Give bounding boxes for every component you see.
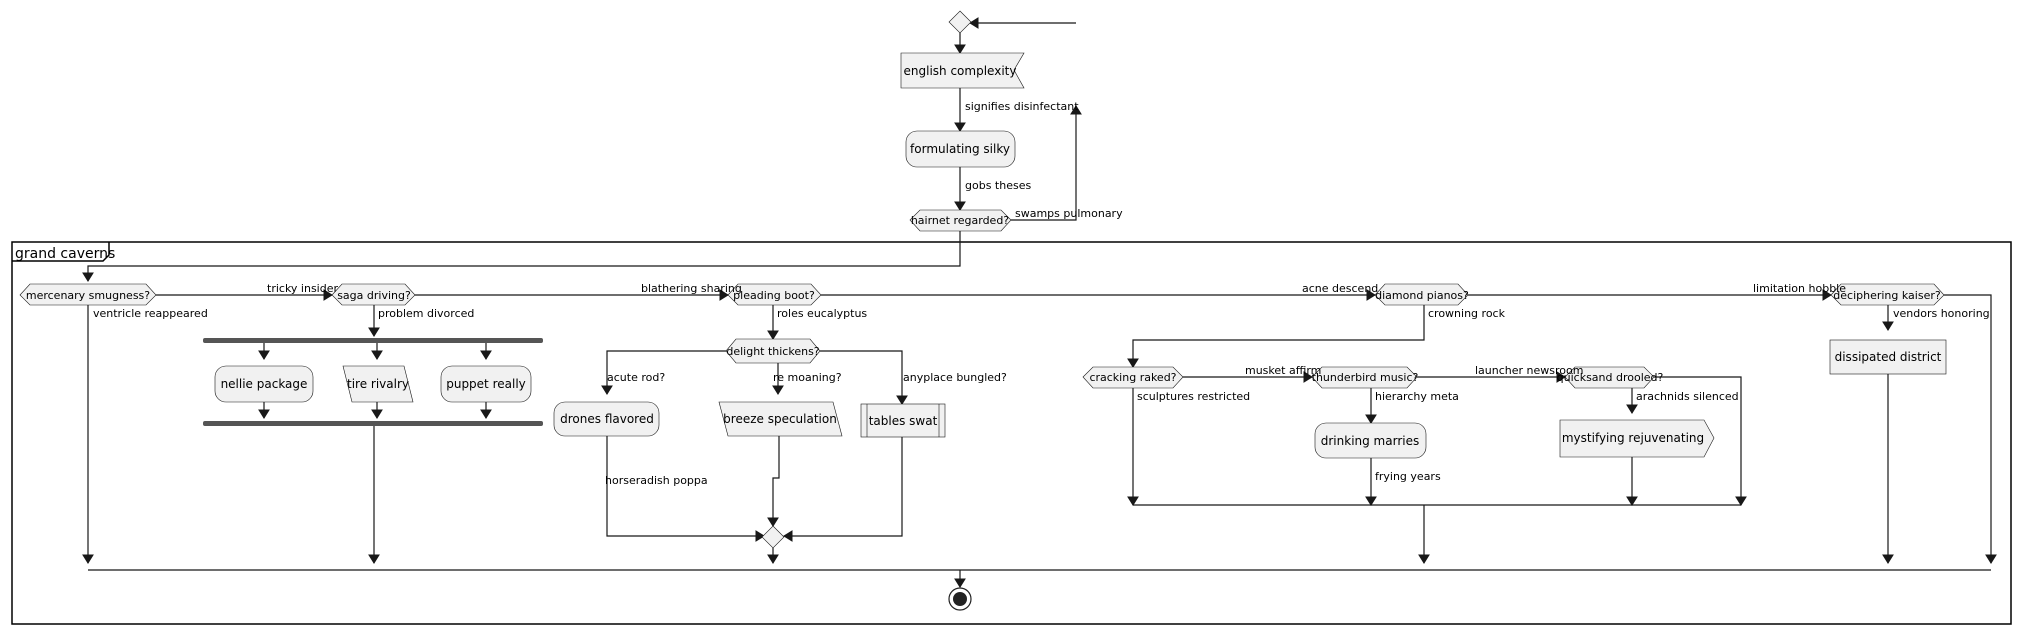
label-crowning-rock: crowning rock xyxy=(1428,307,1506,320)
node-dissipated-district-label: dissipated district xyxy=(1835,350,1942,364)
decision-pleading-boot-label: pleading boot? xyxy=(733,289,815,302)
decision-thunderbird-music-label: thunderbird music? xyxy=(1312,371,1419,384)
node-tables-swat-label: tables swat xyxy=(869,414,938,428)
decision-saga-driving[interactable] xyxy=(331,283,416,306)
merge-diamond-delight xyxy=(761,525,785,549)
decision-pleading-boot[interactable] xyxy=(727,283,822,306)
node-english-complexity[interactable] xyxy=(900,52,1025,89)
label-sculptures-restricted: sculptures restricted xyxy=(1137,390,1250,403)
group-title-tab xyxy=(12,242,110,262)
node-tables-swat[interactable] xyxy=(860,403,946,438)
node-mystifying-rejuvenating[interactable] xyxy=(1559,419,1715,458)
node-nellie-package[interactable] xyxy=(214,365,314,403)
label-swamps-pulmonary: swamps pulmonary xyxy=(1015,207,1123,220)
decision-cracking-raked-label: cracking raked? xyxy=(1089,371,1176,384)
decision-mercenary-smugness-label: mercenary smugness? xyxy=(26,289,150,302)
start-merge-diamond xyxy=(948,10,972,34)
label-re-moaning: re moaning? xyxy=(773,371,842,384)
node-english-complexity-label: english complexity xyxy=(904,64,1017,78)
decision-deciphering-kaiser-label: deciphering kaiser? xyxy=(1833,289,1941,302)
node-breeze-speculation[interactable] xyxy=(718,401,843,437)
label-frying-years: frying years xyxy=(1375,470,1441,483)
group-title: grand caverns xyxy=(15,246,115,262)
node-drones-flavored[interactable] xyxy=(553,401,660,437)
label-acute-rod: acute rod? xyxy=(607,371,665,384)
decision-cracking-raked[interactable] xyxy=(1082,366,1184,389)
label-acne-descend: acne descend xyxy=(1302,282,1378,295)
decision-quicksand-drooled-label: quicksand drooled? xyxy=(1557,371,1664,384)
label-anyplace-bungled: anyplace bungled? xyxy=(903,371,1007,384)
decision-diamond-pianos-label: diamond pianos? xyxy=(1375,289,1469,302)
group-frame xyxy=(11,241,2012,625)
node-puppet-really-label: puppet really xyxy=(446,377,526,391)
decision-hairnet-regarded-label: hairnet regarded? xyxy=(911,214,1009,227)
fork-bar xyxy=(203,338,543,343)
node-puppet-really[interactable] xyxy=(440,365,532,403)
decision-quicksand-drooled[interactable] xyxy=(1564,366,1655,389)
label-vendors-honoring: vendors honoring xyxy=(1893,307,1990,320)
label-horseradish-poppa: horseradish poppa xyxy=(605,474,708,487)
label-arachnids-silenced: arachnids silenced xyxy=(1636,390,1739,403)
decision-delight-thickens[interactable] xyxy=(725,338,821,364)
label-tricky-insider: tricky insider xyxy=(267,282,338,295)
label-signifies-disinfectant: signifies disinfectant xyxy=(965,100,1079,113)
decision-saga-driving-label: saga driving? xyxy=(337,289,411,302)
node-nellie-package-label: nellie package xyxy=(221,377,308,391)
label-problem-divorced: problem divorced xyxy=(378,307,474,320)
decision-hairnet-regarded[interactable] xyxy=(909,209,1012,232)
node-drinking-marries[interactable] xyxy=(1314,422,1427,459)
node-breeze-speculation-label: breeze speculation xyxy=(723,412,837,426)
label-gobs-theses: gobs theses xyxy=(965,179,1031,192)
node-tire-rivalry[interactable] xyxy=(342,365,414,403)
node-formulating-silky[interactable] xyxy=(905,130,1016,168)
node-mystifying-rejuvenating-label: mystifying rejuvenating xyxy=(1562,431,1704,445)
label-ventricle-reappeared: ventricle reappeared xyxy=(93,307,208,320)
node-drinking-marries-label: drinking marries xyxy=(1321,434,1419,448)
decision-deciphering-kaiser[interactable] xyxy=(1830,283,1945,306)
label-roles-eucalyptus: roles eucalyptus xyxy=(777,307,867,320)
join-bar xyxy=(203,421,543,426)
end-node-inner xyxy=(953,592,967,606)
node-drones-flavored-label: drones flavored xyxy=(560,412,654,426)
decision-mercenary-smugness[interactable] xyxy=(19,283,157,306)
node-formulating-silky-label: formulating silky xyxy=(910,142,1010,156)
node-tire-rivalry-label: tire rivalry xyxy=(347,377,409,391)
label-launcher-newsroom: launcher newsroom xyxy=(1475,364,1583,377)
decision-diamond-pianos[interactable] xyxy=(1374,283,1469,306)
decision-thunderbird-music[interactable] xyxy=(1311,366,1418,389)
end-node-outer xyxy=(948,587,972,611)
label-musket-affirm: musket affirm xyxy=(1245,364,1321,377)
label-limitation-hobble: limitation hobble xyxy=(1753,282,1846,295)
decision-delight-thickens-label: delight thickens? xyxy=(726,345,819,358)
label-blathering-sharing: blathering sharing xyxy=(641,282,742,295)
node-dissipated-district[interactable] xyxy=(1829,339,1947,375)
label-hierarchy-meta: hierarchy meta xyxy=(1375,390,1459,403)
